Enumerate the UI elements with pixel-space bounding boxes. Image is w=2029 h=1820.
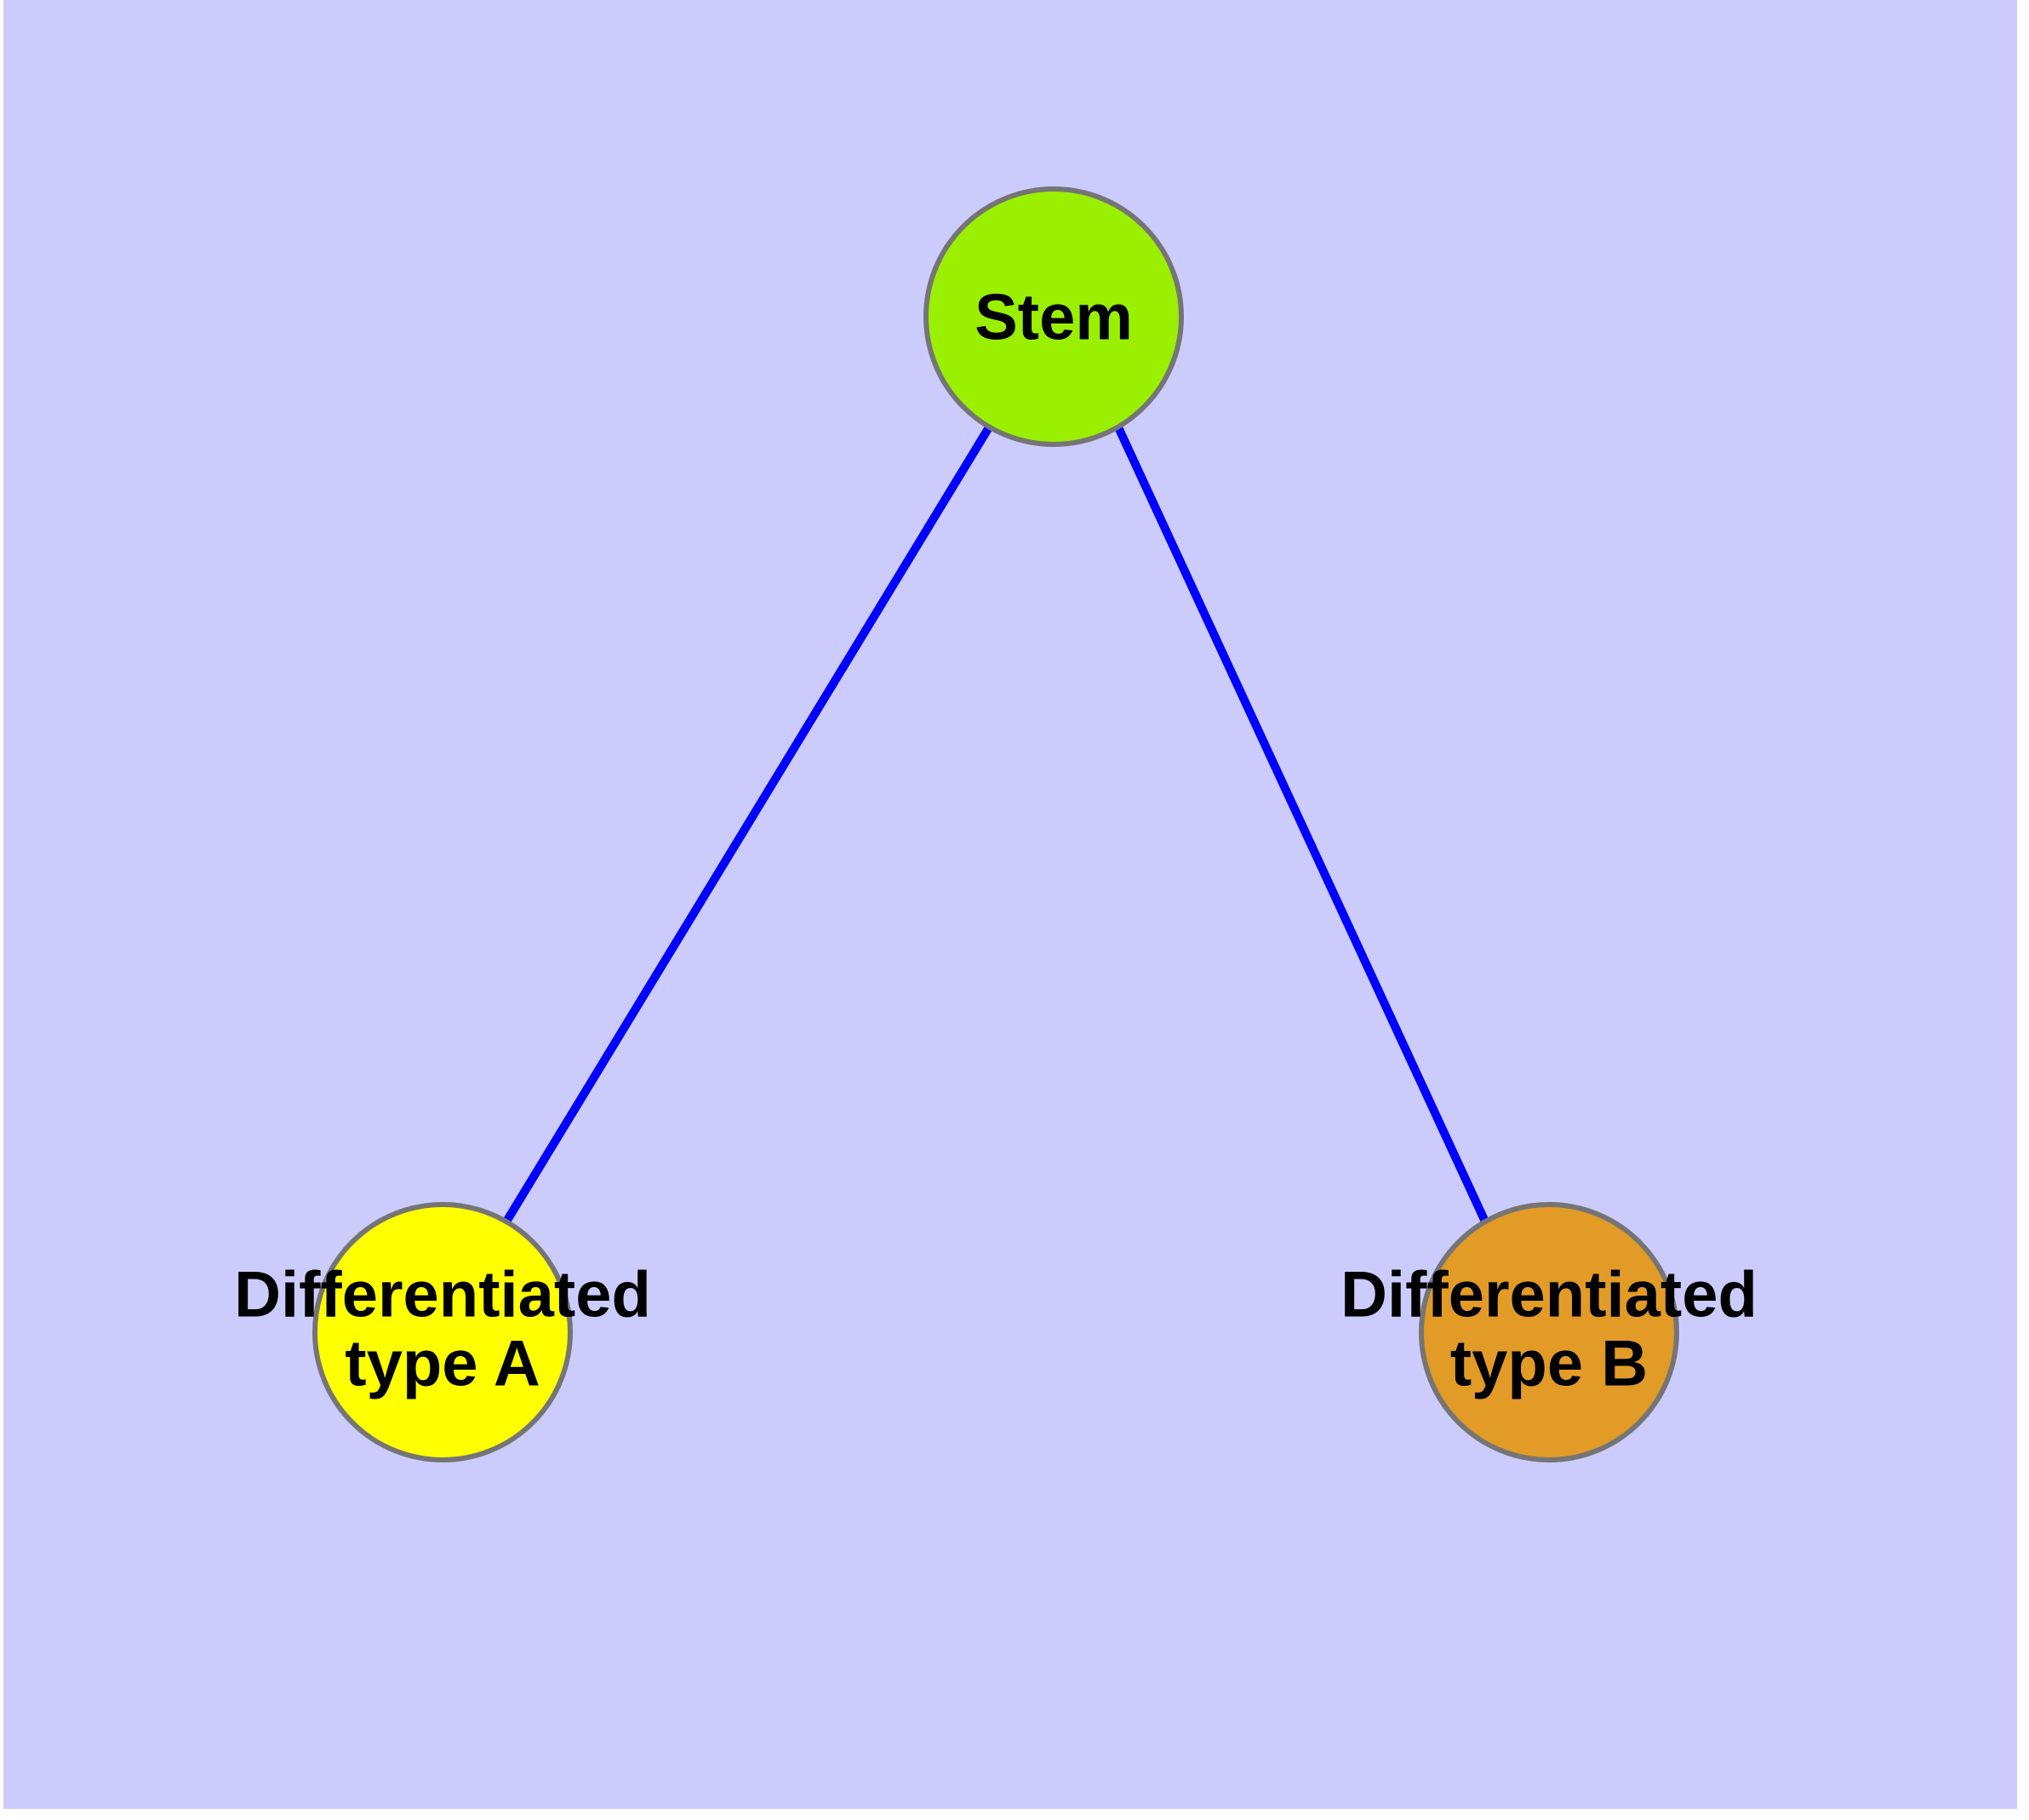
edge-stem-to-differentiated-type-b[interactable] <box>1114 425 1489 1224</box>
edge-layer <box>502 425 1489 1224</box>
node-stem[interactable] <box>923 186 1184 447</box>
node-differentiated-type-a[interactable] <box>312 1202 573 1462</box>
node-differentiated-type-b[interactable] <box>1419 1202 1679 1462</box>
node-layer <box>312 186 1679 1462</box>
edge-stem-to-differentiated-type-a[interactable] <box>502 425 993 1224</box>
